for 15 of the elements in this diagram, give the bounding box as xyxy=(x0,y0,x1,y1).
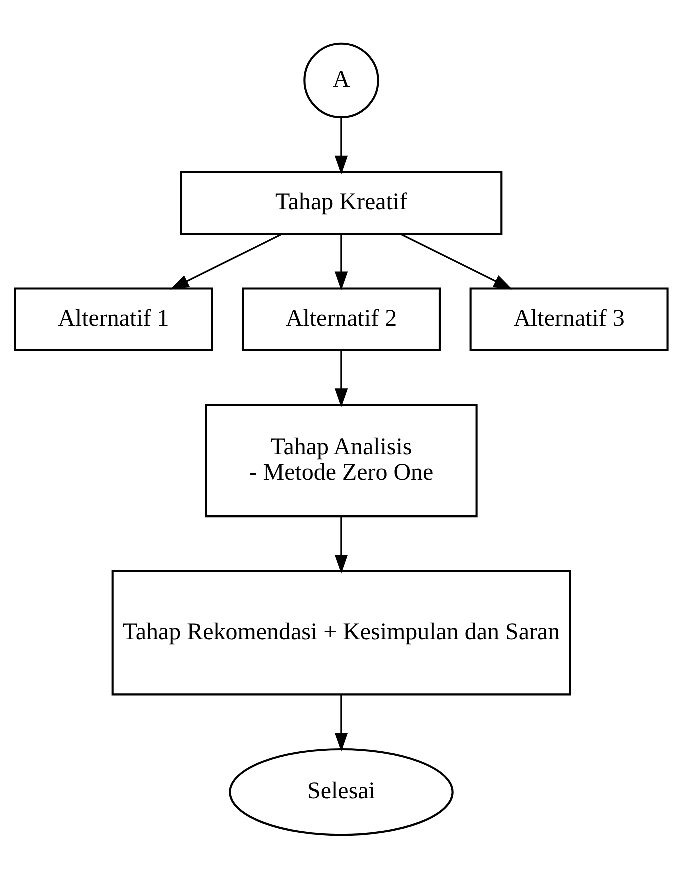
node-box: Tahap Analisis - Metode Zero One xyxy=(205,404,478,518)
arrow xyxy=(400,233,513,290)
arrow xyxy=(334,118,348,174)
node-box: Alternatif 2 xyxy=(242,287,442,351)
arrow xyxy=(334,694,348,752)
node-box: Alternatif 3 xyxy=(470,287,669,351)
arrow xyxy=(334,350,348,408)
arrow xyxy=(334,234,348,290)
node-ellipse: Selesai xyxy=(229,748,454,836)
node-circle: A xyxy=(304,42,380,118)
node-box: Alternatif 1 xyxy=(14,287,214,351)
arrow xyxy=(170,233,283,290)
node-box: Tahap Kreatif xyxy=(180,170,503,234)
arrow xyxy=(334,516,348,574)
node-box: Tahap Rekomendasi + Kesimpulan dan Saran xyxy=(112,570,572,696)
